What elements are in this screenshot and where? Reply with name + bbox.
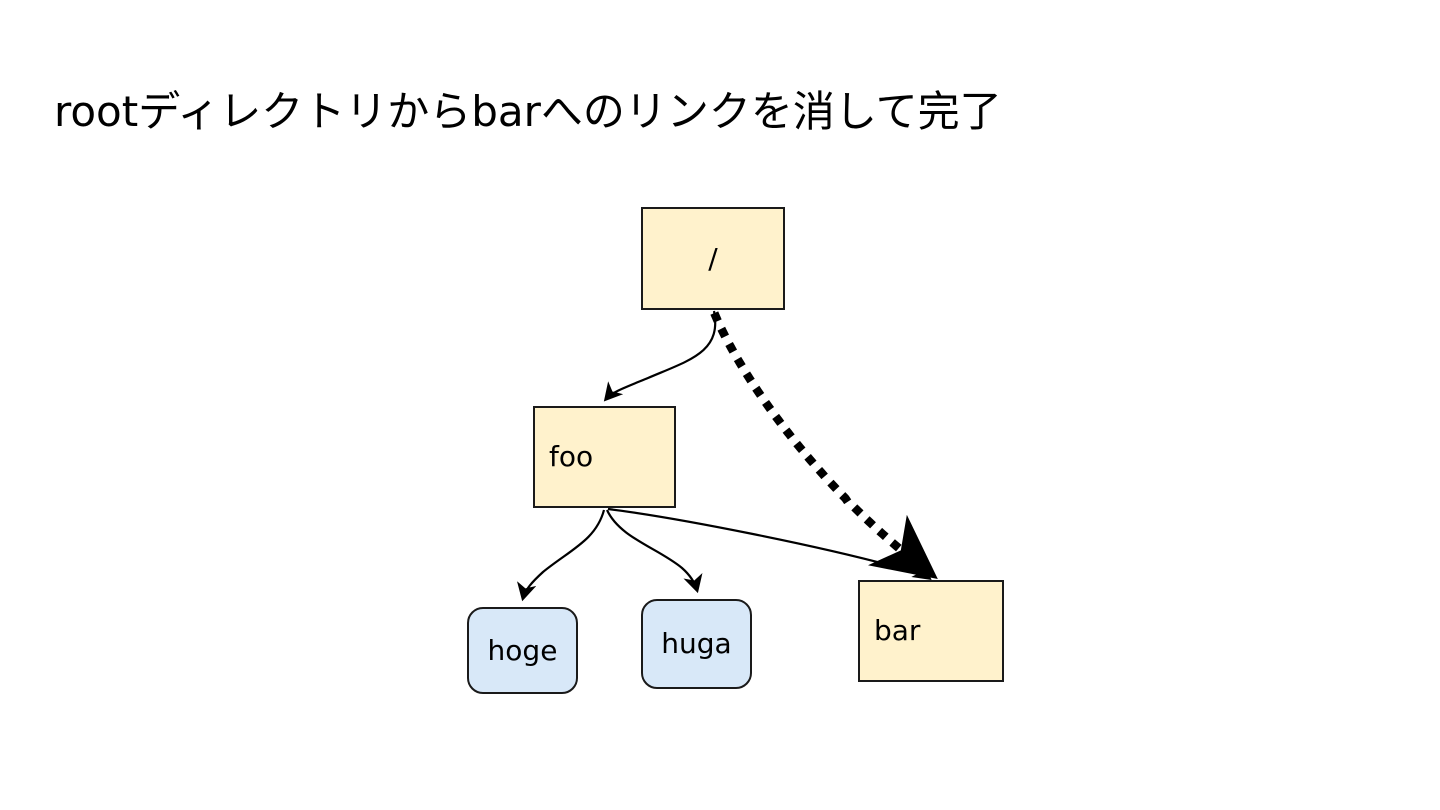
- node-hoge[interactable]: hoge: [467, 607, 578, 694]
- edge-foo-hoge: [517, 509, 606, 602]
- edge-root-foo: [603, 310, 717, 402]
- edge-root-bar: [710, 311, 938, 579]
- node-root[interactable]: /: [641, 207, 785, 310]
- node-bar[interactable]: bar: [858, 580, 1004, 682]
- node-foo-label: foo: [549, 440, 594, 473]
- node-huga[interactable]: huga: [641, 599, 752, 689]
- edge-foo-bar: [607, 507, 932, 580]
- node-huga-label: huga: [661, 627, 732, 660]
- edge-foo-huga: [606, 509, 703, 594]
- node-hoge-label: hoge: [487, 633, 558, 667]
- node-root-label: /: [708, 241, 718, 275]
- node-bar-label: bar: [874, 614, 921, 647]
- page-title: rootディレクトリからbarへのリンクを消して完了: [54, 87, 1002, 136]
- node-foo[interactable]: foo: [533, 406, 676, 508]
